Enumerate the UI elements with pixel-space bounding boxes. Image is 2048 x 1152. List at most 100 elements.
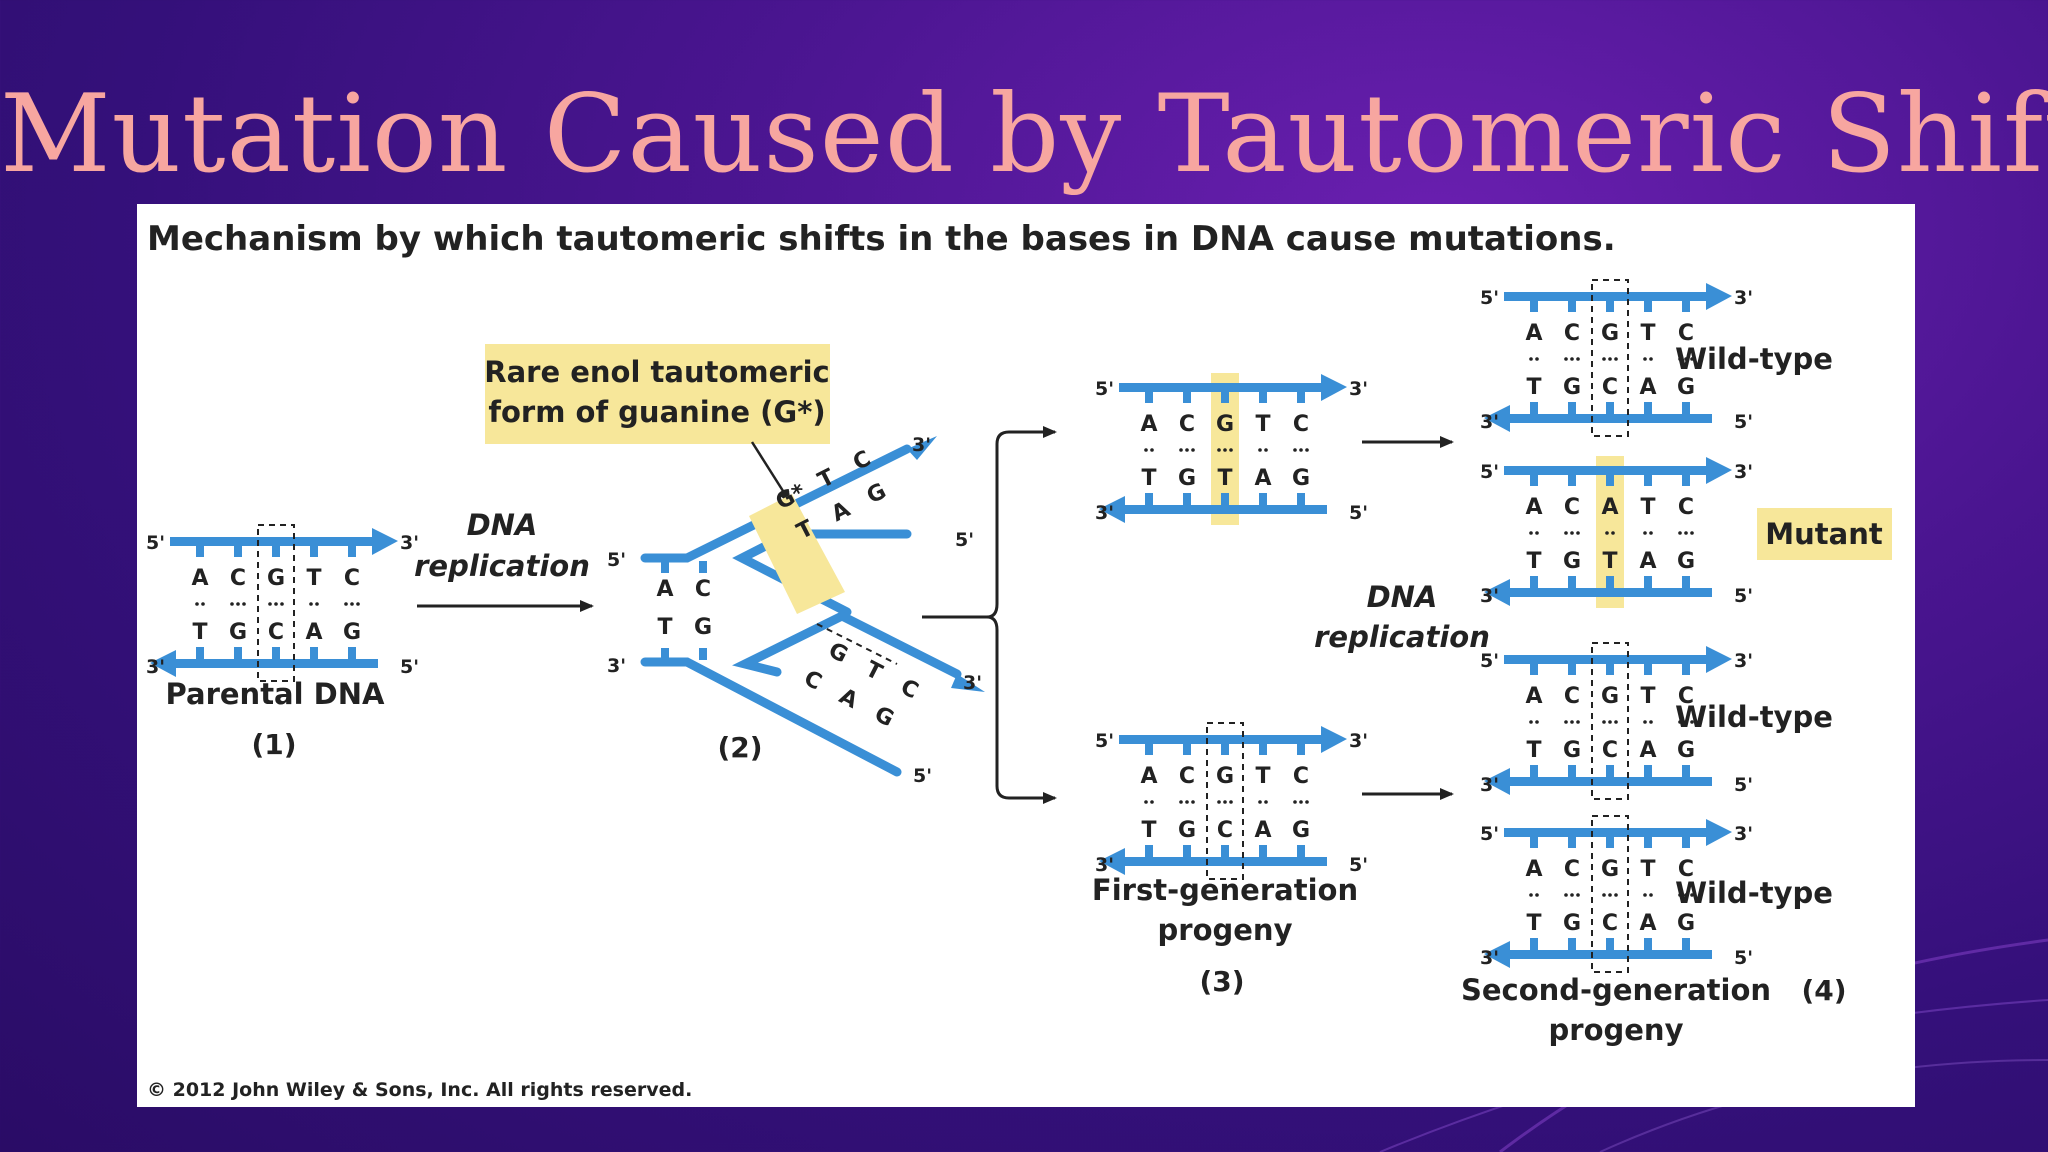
top-base-stub [1221,743,1229,755]
hydrogen-bond-dot [1678,893,1682,897]
bottom-base-letter: C [1217,818,1233,843]
bottom-base-stub [1682,576,1690,589]
end-label-3-bottom: 3' [1480,774,1499,796]
outcome-label-4: Wild-type [1675,876,1833,910]
top-base-stub [1606,300,1614,312]
second-gen-label-line-1: Second-generation [1461,973,1771,1007]
top-base-stub [348,545,356,557]
fork-left-top-stub [699,561,707,573]
bottom-base-stub [1297,845,1305,858]
top-base-stub [1530,836,1538,848]
hydrogen-bond-dot [201,602,205,606]
hydrogen-bond-dot [1293,800,1297,804]
figure-panel: Mechanism by which tautomeric shifts in … [137,204,1915,1107]
outcome-label-2-mutant: Mutant [1765,517,1883,551]
hydrogen-bond-dot [1179,800,1183,804]
bottom-base-letter: T [1141,466,1156,491]
replication-label-1-line-1: DNA [467,508,538,542]
hydrogen-bond-dot [1611,531,1615,535]
bottom-base-stub [1568,576,1576,589]
hydrogen-bond-dot [1150,448,1154,452]
bottom-base-letter: A [1639,738,1656,763]
hydrogen-bond-dot [1305,448,1309,452]
hydrogen-bond-dot [274,602,278,606]
top-base-letter: C [1678,857,1694,882]
hydrogen-bond-dot [1602,893,1606,897]
fork-left-bottom-stub [699,648,707,660]
top-base-stub [234,545,242,557]
hydrogen-bond-dot [1614,720,1618,724]
hydrogen-bond-dot [1602,720,1606,724]
hydrogen-bond-dot [230,602,234,606]
hydrogen-bond-dot [1217,800,1221,804]
hydrogen-bond-dot [1144,800,1148,804]
bottom-base-stub [310,647,318,660]
bottom-base-stub [1259,845,1267,858]
fork-left-bottom-stub [661,648,669,660]
top-base-stub [1221,391,1229,403]
bottom-strand-arrowhead [1484,579,1510,606]
hydrogen-bond-dot [1570,893,1574,897]
bottom-base-letter: T [1602,549,1617,574]
bottom-base-stub [272,647,280,660]
hydrogen-bond-dot [1570,531,1574,535]
hydrogen-bond-dot [344,602,348,606]
top-base-stub [1568,474,1576,486]
bottom-base-letter: C [1602,738,1618,763]
fork-highlight [749,494,845,614]
hydrogen-bond-dot [1690,720,1694,724]
top-base-letter: G [1601,857,1619,882]
bottom-base-stub [348,647,356,660]
end-label-3-bottom: 3' [1095,854,1114,876]
hydrogen-bond-dot [1191,800,1195,804]
brace-arrow-upper [986,426,1057,619]
hydrogen-bond-dot [1535,531,1539,535]
outcome-label-3: Wild-type [1675,700,1833,734]
bottom-base-letter: G [229,620,247,645]
fork-lower-top-base: C [896,675,922,705]
top-base-letter: C [1179,412,1195,437]
top-strand-arrowhead [1706,457,1732,484]
hydrogen-bond-dot [1690,531,1694,535]
bottom-strand [170,659,378,668]
bottom-strand-arrowhead [1484,405,1510,432]
callout-box [485,344,830,444]
top-strand [1504,466,1712,475]
bottom-base-stub [1530,576,1538,589]
top-base-stub [1606,663,1614,675]
top-base-stub [1606,474,1614,486]
end-label-3-bottom: 3' [1480,585,1499,607]
hydrogen-bond-dot [236,602,240,606]
hydrogen-bond-dot [309,602,313,606]
hydrogen-bond-dot [1614,893,1618,897]
top-base-stub [1145,391,1153,403]
bottom-base-stub [1644,576,1652,589]
bottom-base-letter: G [1563,738,1581,763]
hydrogen-bond-dot [1223,448,1227,452]
end-label-3-top: 3' [400,532,419,554]
top-base-stub [1530,300,1538,312]
replication-fork [640,436,985,777]
step-4-label: (4) [1801,974,1846,1007]
top-base-letter: C [1293,412,1309,437]
top-base-letter: C [1564,684,1580,709]
bottom-base-letter: G [1178,466,1196,491]
bottom-base-letter: T [1217,466,1232,491]
callout-line-2: form of guanine (G*) [488,395,825,429]
end-label-5-top: 5' [146,532,165,554]
top-strand [1504,655,1712,664]
fork-end-3-lower: 3' [963,672,982,694]
hydrogen-bond-dot [1535,720,1539,724]
hydrogen-bond-dot [1229,800,1233,804]
bottom-base-letter: G [1563,375,1581,400]
copyright-notice: © 2012 John Wiley & Sons, Inc. All right… [147,1079,692,1101]
top-base-letter: T [1640,684,1655,709]
hydrogen-bond-dot [1564,720,1568,724]
hydrogen-bond-dot [195,602,199,606]
mechanism-diagram: Mechanism by which tautomeric shifts in … [146,219,1892,1101]
